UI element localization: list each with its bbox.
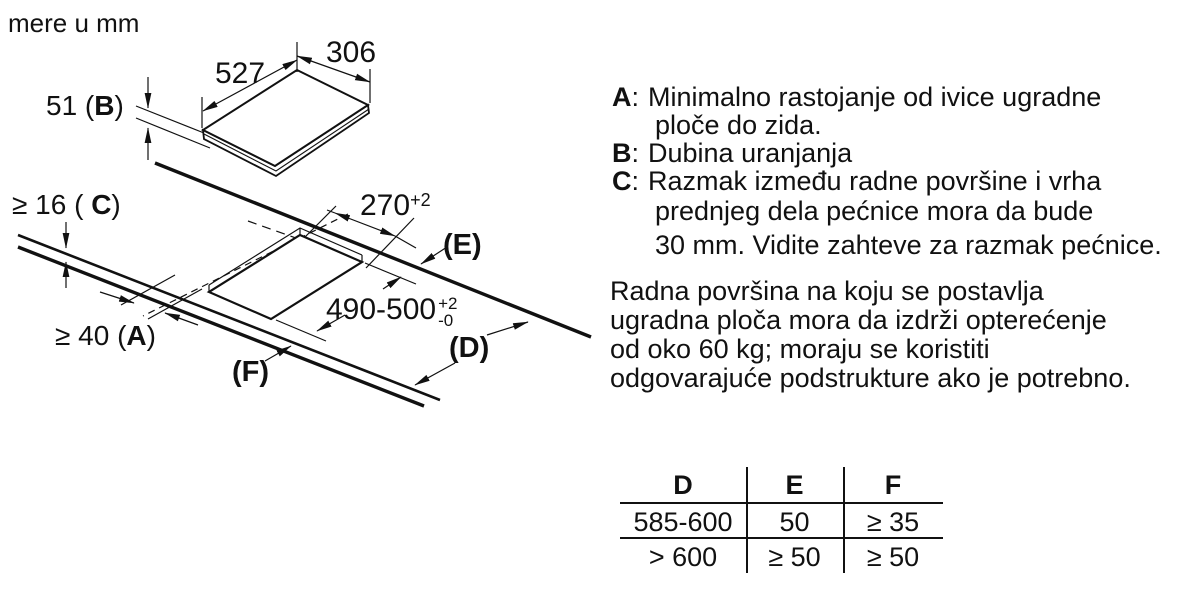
paragraph-line: ugradna ploča mora da izdrži opterećenje (610, 305, 1107, 335)
definition-b-line1: B:Dubina uranjanja (612, 138, 853, 168)
table-header-e: E (785, 470, 804, 500)
table-cell: 585-600 (633, 507, 733, 537)
paragraph-line: odgovarajuće podstrukture ako je potrebn… (610, 363, 1131, 393)
definition-a-line1: A:Minimalno rastojanje od ivice ugradne (612, 82, 1102, 112)
table-cell: 50 (779, 507, 810, 537)
table-cell: ≥ 50 (768, 542, 821, 572)
label-d-arrow-front (414, 362, 456, 386)
label-f-arrow (264, 345, 292, 362)
units-note: mere u mm (8, 8, 140, 38)
worktop-front-bottom-edge (17, 245, 425, 408)
hob-lip-line (203, 108, 370, 172)
hob-depth-label: 306 (326, 36, 377, 69)
table-cell: ≥ 35 (866, 507, 920, 537)
immersion-leader-lines (135, 77, 211, 160)
cutout-width-label: 270+2 (360, 189, 431, 222)
label-d: (D) (449, 332, 490, 364)
hob-dimension-lines (201, 42, 371, 128)
cutout-outline (206, 233, 365, 321)
table-divider-horizontal (620, 502, 943, 504)
paragraph-line: Radna površina na koju se postavlja (610, 276, 1044, 306)
label-f: (F) (232, 356, 270, 388)
label-e: (E) (443, 229, 482, 261)
worktop-front-top-edge (17, 233, 441, 402)
paragraph-line: od oko 60 kg; moraju se koristiti (610, 334, 990, 364)
table-divider-horizontal (620, 537, 943, 539)
technical-drawing (17, 42, 592, 408)
worktop-thickness-label: ≥ 16 ( C) (12, 189, 121, 220)
definition-c-line3: 30 mm. Vidite zahteve za razmak pećnice. (655, 230, 1162, 260)
cutout-lip-lines (208, 227, 363, 292)
table-divider-vertical (843, 467, 845, 573)
table-divider-vertical (746, 467, 748, 573)
hob-width-label: 527 (215, 57, 266, 90)
label-d-arrow-wall (486, 321, 529, 336)
definition-c-line2: prednjeg dela pećnice mora da bude (655, 196, 1094, 226)
wall-line (154, 161, 592, 339)
label-e-arrow (420, 246, 448, 265)
immersion-depth-label: 51 (B) (46, 90, 124, 121)
dashed-alignment-lines (142, 213, 349, 317)
definition-a-line2: ploče do zida. (655, 110, 822, 140)
cutout-depth-label: 490-500+2-0 (326, 293, 458, 330)
table-header-f: F (884, 470, 902, 500)
def-spec-table: D E F 585-600 50 ≥ 35 > 600 ≥ 50 ≥ 50 (620, 462, 943, 574)
table-header-d: D (673, 470, 693, 500)
definition-c-line1: C:Razmak između radne površine i vrha (612, 166, 1102, 196)
wall-distance-label: ≥ 40 (A) (55, 320, 156, 351)
table-cell: > 600 (648, 542, 718, 572)
table-cell: ≥ 50 (866, 542, 920, 572)
